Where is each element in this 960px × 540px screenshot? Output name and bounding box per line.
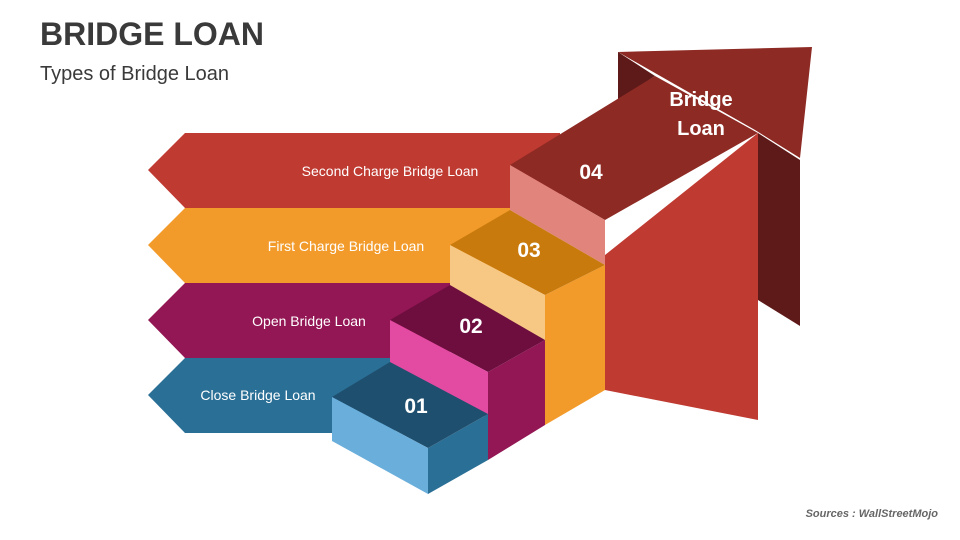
step-03-front <box>450 245 545 340</box>
step-03-right <box>545 265 605 425</box>
step-02-top <box>390 285 545 372</box>
arrow-head-shadow <box>618 52 655 100</box>
step-02-right <box>488 340 545 460</box>
step-04-label: Second Charge Bridge Loan <box>302 163 479 179</box>
step-01-number: 01 <box>404 395 428 418</box>
step-01-top <box>332 362 488 448</box>
step-02-front <box>390 320 488 418</box>
step-02-label: Open Bridge Loan <box>252 313 366 329</box>
step-03-number: 03 <box>517 239 540 262</box>
band-open <box>148 283 450 358</box>
step-04-number: 04 <box>579 161 603 184</box>
arrow-side-shadow <box>758 133 800 326</box>
arrow-head-back <box>618 47 812 158</box>
band-first-charge <box>148 208 510 283</box>
page-subtitle: Types of Bridge Loan <box>40 63 230 85</box>
step-01-label: Close Bridge Loan <box>200 387 315 403</box>
step-01-front <box>332 397 428 494</box>
arrow-label-line1: Bridge <box>669 89 732 111</box>
step-03-top <box>450 210 605 295</box>
source-note: Sources : WallStreetMojo <box>805 508 938 520</box>
step-03-label: First Charge Bridge Loan <box>268 238 424 254</box>
arrow-shaft-top <box>510 76 758 220</box>
arrow-right-face <box>605 133 758 420</box>
step-04-front <box>510 165 605 265</box>
step-02-number: 02 <box>459 315 482 338</box>
arrow-label-line2: Loan <box>677 118 725 140</box>
step-01-right <box>428 414 488 494</box>
band-second-charge <box>148 133 560 208</box>
page-title: BRIDGE LOAN <box>40 16 264 52</box>
